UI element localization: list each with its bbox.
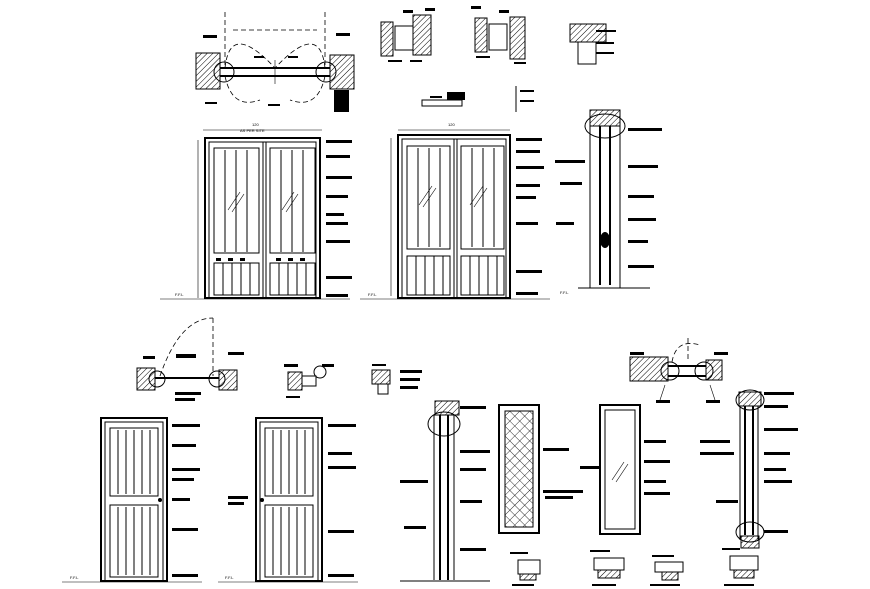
single-door-plan-a xyxy=(136,317,244,401)
double-door-elevation-left: 120 AS PER SITE xyxy=(160,122,352,300)
floor-level-marker: F.F.L xyxy=(70,575,79,580)
single-door-plan-b xyxy=(629,338,728,403)
double-door-elevation-right: 120 xyxy=(360,122,550,300)
single-door-elevation-b: F.F.L xyxy=(218,417,358,583)
frame-profile-detail xyxy=(371,364,422,395)
dimension-text: AS PER SITE xyxy=(240,128,265,133)
bottom-hinge-details xyxy=(510,548,759,586)
dimension-text: 120 xyxy=(252,122,259,127)
mesh-door-panel xyxy=(498,404,583,534)
door-vertical-section-top: F.F.L xyxy=(555,109,662,295)
floor-level-marker: F.F.L xyxy=(225,575,234,580)
floor-level-marker: F.F.L xyxy=(175,292,184,297)
single-door-elevation-a: F.F.L xyxy=(62,417,202,583)
single-door-jamb-detail xyxy=(284,364,334,398)
double-door-plan xyxy=(195,12,355,112)
glazed-door-panel xyxy=(580,404,670,535)
lintel-section-detail xyxy=(569,23,616,65)
floor-level-marker: F.F.L xyxy=(368,292,377,297)
door-frame-detail-b xyxy=(471,6,526,64)
sill-detail xyxy=(421,86,534,112)
floor-level-marker: F.F.L xyxy=(560,290,569,295)
dimension-text: 120 xyxy=(448,122,455,127)
door-vertical-section-right xyxy=(700,389,798,549)
door-vertical-section-bottom xyxy=(400,400,490,582)
door-frame-detail-a xyxy=(380,8,435,62)
